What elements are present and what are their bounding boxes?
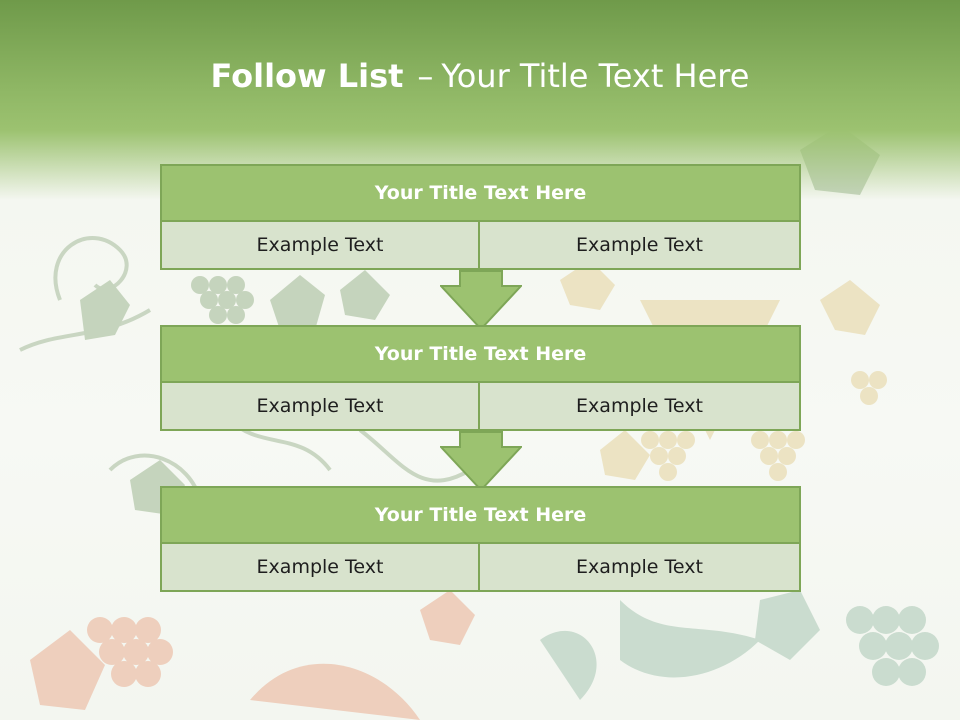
step-right-cell: Example Text — [478, 544, 801, 592]
step-title: Your Title Text Here — [160, 164, 801, 222]
step-right-cell: Example Text — [478, 222, 801, 270]
step-title: Your Title Text Here — [160, 325, 801, 383]
title-separator: – — [417, 57, 434, 95]
step-title: Your Title Text Here — [160, 486, 801, 544]
slide-title: Follow List–Your Title Text Here — [0, 52, 960, 100]
step-box-2: Your Title Text Here Example Text Exampl… — [160, 325, 801, 431]
down-arrow-icon — [440, 270, 522, 330]
step-box-3: Your Title Text Here Example Text Exampl… — [160, 486, 801, 592]
title-bold-part: Follow List — [210, 57, 404, 95]
step-left-cell: Example Text — [160, 222, 480, 270]
step-right-cell: Example Text — [478, 383, 801, 431]
title-rest: Your Title Text Here — [441, 57, 750, 95]
step-left-cell: Example Text — [160, 383, 480, 431]
step-left-cell: Example Text — [160, 544, 480, 592]
step-box-1: Your Title Text Here Example Text Exampl… — [160, 164, 801, 270]
down-arrow-icon — [440, 431, 522, 491]
